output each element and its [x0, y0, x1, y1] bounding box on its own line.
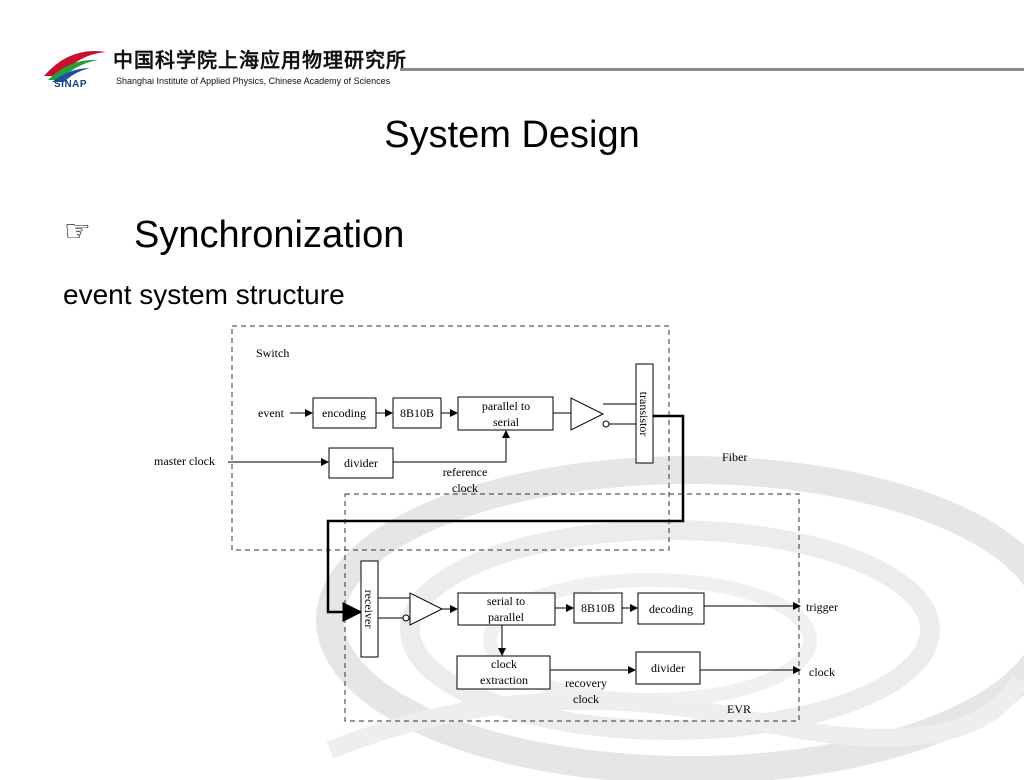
divider-top-label: divider	[344, 456, 378, 470]
reference-clock-line2: clock	[452, 481, 478, 495]
trigger-label: trigger	[806, 600, 838, 614]
receiver-box	[360, 560, 379, 658]
bullet-heading: Synchronization	[134, 214, 405, 256]
inverter-bubble-bottom	[402, 614, 410, 622]
master-clock-label: master clock	[154, 454, 215, 468]
receiver-label: receiver	[362, 590, 376, 629]
recovery-clock-line2: clock	[573, 692, 599, 706]
evr-label: EVR	[727, 702, 751, 716]
subtitle: event system structure	[63, 279, 345, 310]
parallel-to-serial-line2: serial	[493, 415, 520, 429]
institute-name-chinese: 中国科学院上海应用物理研究所	[113, 48, 407, 72]
divider-bottom-label: divider	[651, 661, 685, 675]
encoding-box	[312, 397, 377, 429]
reference-clock-arrow	[393, 430, 510, 463]
institute-name-english: Shanghai Institute of Applied Physics, C…	[116, 76, 391, 86]
logo-text: SINAP	[54, 79, 88, 90]
reference-clock-line1: reference	[443, 465, 488, 479]
decoding-box	[637, 592, 705, 625]
decoding-label: decoding	[649, 602, 693, 616]
transistor-label: transistor	[637, 392, 651, 437]
recovery-clock-line1: recovery	[565, 676, 607, 690]
fiber-label: Fiber	[722, 450, 747, 464]
switch-label: Switch	[256, 346, 289, 360]
decoder-8b10b-box	[573, 592, 623, 624]
pointing-hand-icon: ☞	[64, 215, 91, 248]
divider-bottom-box	[635, 651, 701, 685]
transistor-box	[635, 363, 654, 464]
serial-to-parallel-line2: parallel	[488, 610, 525, 624]
encoding-label: encoding	[322, 406, 366, 420]
clock-out-label: clock	[809, 665, 835, 679]
encoder-8b10b-label: 8B10B	[400, 406, 434, 420]
event-label: event	[258, 406, 285, 420]
divider-top-box	[328, 447, 394, 479]
clock-extraction-line1: clock	[491, 657, 517, 671]
serial-to-parallel-box	[457, 592, 556, 626]
fiber-link	[326, 414, 685, 622]
driver-amplifier	[570, 397, 605, 431]
inverter-bubble-top	[602, 420, 610, 428]
clock-extraction-box	[456, 655, 551, 690]
clock-extraction-line2: extraction	[480, 673, 528, 687]
switch-box	[231, 325, 670, 551]
slide-title: System Design	[384, 114, 640, 156]
sinap-logo	[44, 51, 106, 82]
serial-to-parallel-line1: serial to	[487, 594, 525, 608]
receiver-amplifier	[409, 592, 444, 626]
parallel-to-serial-line1: parallel to	[482, 399, 530, 413]
decoder-8b10b-label: 8B10B	[581, 601, 615, 615]
header-divider	[400, 68, 1024, 71]
